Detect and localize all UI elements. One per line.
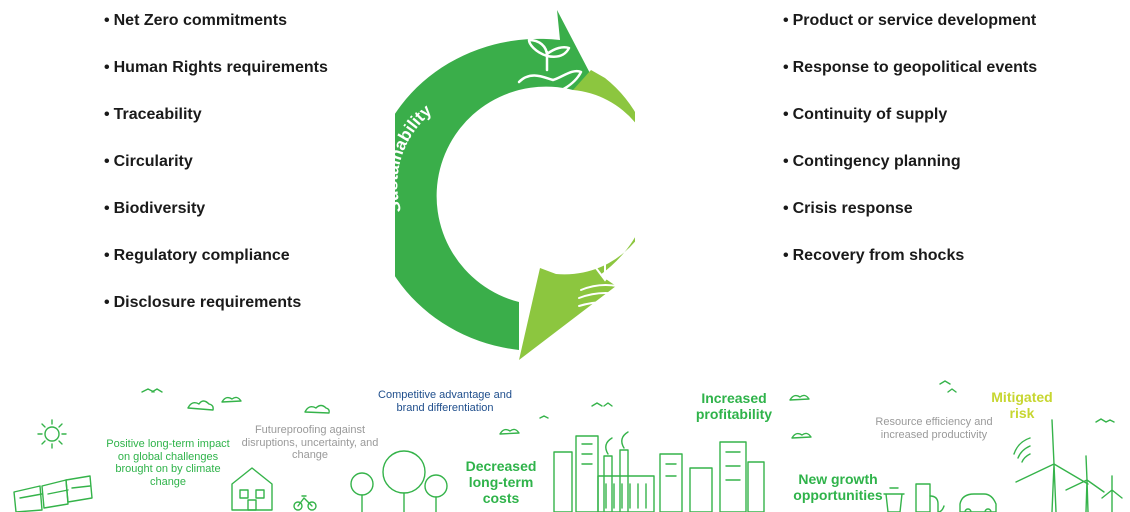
list-item: •Disclosure requirements [104,279,328,326]
competitive-advantage-label: Competitive advantage and brand differen… [378,389,512,414]
list-item: •Crisis response [783,185,1037,232]
list-item-label: Contingency planning [792,153,961,170]
list-item-label: Disclosure requirements [113,294,302,311]
absorb-shock-icon [578,257,634,307]
list-item-label: Continuity of supply [792,106,948,123]
futureproofing-label: Futureproofing against disruptions, unce… [241,424,379,462]
list-item-label: Recovery from shocks [792,247,965,264]
bullet: • [104,106,110,123]
clouds-icon [187,394,812,439]
bullet: • [783,59,789,76]
sustainability-resilience-cycle: Sustainability Resilience [395,10,635,360]
sun-icon [37,419,67,449]
solar-panels-icon [13,475,93,512]
resilience-label: Resilience [582,108,634,193]
list-item: •Biodiversity [104,185,328,232]
list-item: •Continuity of supply [783,91,1037,138]
resilience-drivers-list: •Product or service development •Respons… [783,0,1037,279]
plant-in-hand-icon [517,38,583,98]
birds-icon [141,380,1115,423]
positive-impact-label: Positive long-term impact on global chal… [106,438,230,488]
bicycle-icon [293,495,317,511]
list-item: •Response to geopolitical events [783,44,1037,91]
house-icon [231,467,273,511]
bullet: • [104,153,110,170]
list-item-label: Net Zero commitments [113,12,287,29]
list-item-label: Crisis response [792,200,913,217]
sustainability-arrow [395,10,593,350]
decreased-costs-label: Decreased long-term costs [465,458,537,507]
sustainability-drivers-list: •Net Zero commitments •Human Rights requ… [104,0,328,326]
bullet: • [783,12,789,29]
list-item-label: Traceability [113,106,202,123]
green-city-illustration [13,380,1123,512]
list-item: •Net Zero commitments [104,0,328,44]
list-item: •Circularity [104,138,328,185]
list-item-label: Regulatory compliance [113,247,290,264]
wind-turbines-icon [1015,419,1123,512]
list-item: •Recovery from shocks [783,232,1037,279]
bullet: • [783,106,789,123]
trees-icon [350,450,448,512]
list-item-label: Response to geopolitical events [792,59,1038,76]
resilience-label-text: Resilience [582,108,634,193]
bullet: • [104,12,110,29]
list-item-label: Biodiversity [113,200,206,217]
list-item: •Human Rights requirements [104,44,328,91]
list-item: •Regulatory compliance [104,232,328,279]
increased-profitability-label: Increased profitability [695,390,773,423]
mitigated-risk-label: Mitigated risk [991,389,1053,422]
signal-icon [1013,437,1031,463]
bullet: • [104,294,110,311]
ev-charging-icon [915,483,997,512]
resilience-arrow [519,70,635,360]
list-item: •Traceability [104,91,328,138]
bullet: • [783,247,789,264]
bullet: • [783,153,789,170]
bullet: • [104,247,110,264]
list-item: •Product or service development [783,0,1037,44]
list-item-label: Human Rights requirements [113,59,328,76]
recycle-bin-icon [883,487,905,512]
bullet: • [104,59,110,76]
list-item: •Contingency planning [783,138,1037,185]
green-city-buildings-icon [553,431,765,512]
resource-efficiency-label: Resource efficiency and increased produc… [875,416,993,441]
list-item-label: Product or service development [792,12,1037,29]
bullet: • [104,200,110,217]
bullet: • [783,200,789,217]
new-growth-label: New growth opportunities [793,471,883,504]
list-item-label: Circularity [113,153,193,170]
